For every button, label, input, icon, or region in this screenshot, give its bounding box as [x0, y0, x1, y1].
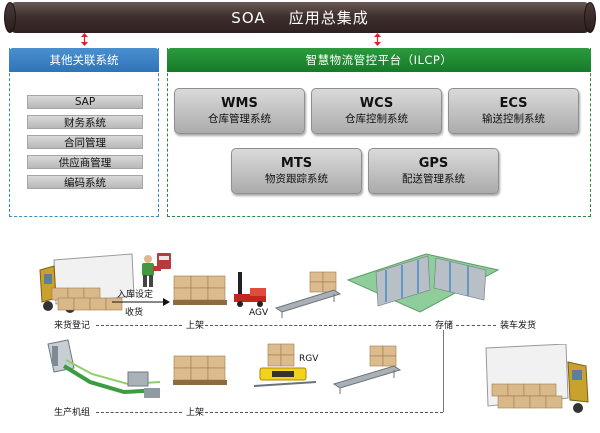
production-line-icon [47, 339, 161, 398]
soa-banner-right-cap [584, 2, 596, 33]
system-item-finance: 财务系统 [27, 115, 143, 129]
module-wms: WMS 仓库管理系统 [174, 88, 305, 134]
system-item-coding: 编码系统 [27, 175, 143, 189]
warehouse-icon [346, 253, 500, 313]
agv-label: AGV [249, 308, 269, 318]
module-wcs: WCS 仓库控制系统 [311, 88, 442, 134]
storage-connector [443, 330, 444, 412]
module-gps: GPS 配送管理系统 [368, 148, 499, 194]
module-mts-code: MTS [280, 156, 313, 171]
conveyor-top-icon [274, 271, 342, 318]
rgv-icon [254, 343, 317, 387]
related-systems-panel [9, 48, 159, 217]
flow-line-1b [205, 325, 431, 326]
module-ecs-code: ECS [499, 96, 528, 111]
receive-setting-label: 入库设定 [117, 290, 154, 300]
system-item-sap: SAP [27, 95, 143, 109]
production-unit-label: 生产机组 [54, 408, 91, 418]
related-systems-title: 其他关联系统 [9, 48, 159, 72]
incoming-registration-label: 来货登记 [54, 321, 91, 331]
module-gps-code: GPS [418, 156, 449, 171]
module-wcs-code: WCS [359, 96, 394, 111]
left-link-arrow-icon [81, 33, 88, 46]
right-link-arrow-icon [374, 33, 381, 46]
soa-banner: SOA 应用总集成 [10, 2, 590, 33]
ilcp-title: 智慧物流管控平台（ILCP） [167, 48, 591, 72]
soa-banner-left-cap [4, 2, 16, 33]
module-mts: MTS 物资跟踪系统 [231, 148, 362, 194]
worker-icon [142, 255, 161, 287]
flow-line-2b [205, 412, 443, 413]
flow-line-1c [456, 325, 496, 326]
conveyor-bottom-icon [332, 345, 402, 394]
rgv-label: RGV [299, 354, 319, 364]
receive-goods-label: 收货 [125, 308, 144, 318]
pallet-bottom-icon [173, 355, 227, 385]
system-item-supplier: 供应商管理 [27, 155, 143, 169]
module-wms-name: 仓库管理系统 [208, 113, 271, 125]
loading-shipping-label: 装车发货 [500, 321, 537, 331]
incoming-truck-icon [39, 253, 135, 313]
module-gps-name: 配送管理系统 [402, 173, 465, 185]
shelving-bottom-label: 上架 [186, 408, 205, 418]
receive-arrow-icon [112, 298, 170, 306]
soa-title: SOA 应用总集成 [231, 9, 369, 27]
module-ecs: ECS 输送控制系统 [448, 88, 579, 134]
module-ecs-name: 输送控制系统 [482, 113, 545, 125]
goods-cart-icon [157, 253, 171, 269]
module-wms-code: WMS [221, 96, 258, 111]
agv-icon [234, 272, 266, 307]
ilcp-panel [167, 48, 591, 217]
flow-line-1a [96, 325, 182, 326]
module-mts-name: 物资跟踪系统 [265, 173, 328, 185]
storage-label: 存储 [435, 321, 454, 331]
module-wcs-name: 仓库控制系统 [345, 113, 408, 125]
outgoing-truck-icon [485, 344, 589, 413]
pallet-top-icon [173, 275, 227, 305]
shelving-top-label: 上架 [186, 321, 205, 331]
system-item-contract: 合同管理 [27, 135, 143, 149]
flow-line-2a [96, 412, 182, 413]
